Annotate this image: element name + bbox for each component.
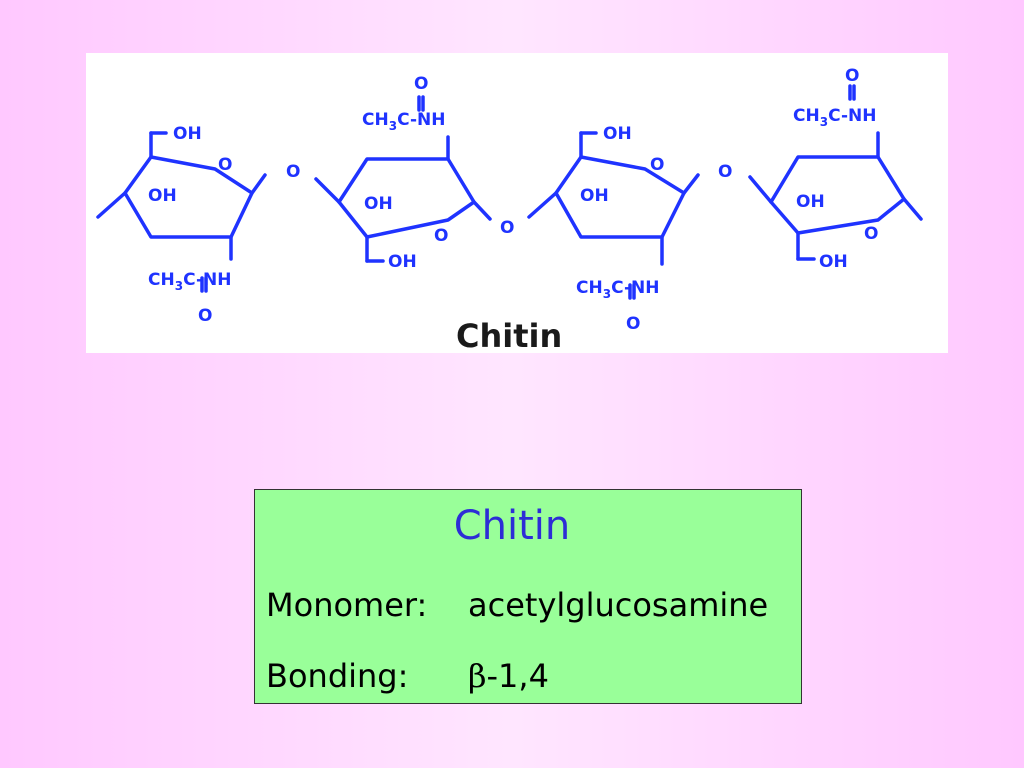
ring-1-bonds xyxy=(123,155,254,239)
ring-4-oh-bottom: OH xyxy=(819,252,848,272)
ring-3-bonds xyxy=(554,155,686,239)
monomer-value: acetylglucosamine xyxy=(468,586,769,624)
ring-4-carbonyl-oxygen: O xyxy=(845,66,859,86)
ring-1-carbonyl-oxygen: O xyxy=(198,306,212,326)
ring-3-oh-top: OH xyxy=(603,124,632,144)
ring-1-ring-oxygen: O xyxy=(218,155,232,175)
ring-3-oh-mid: OH xyxy=(580,186,609,206)
bonding-value: -1,4 xyxy=(486,657,549,695)
ring-2-carbonyl-oxygen: O xyxy=(414,74,428,94)
chitin-structure-svg: OH O OH CH3C-NH O O O CH3C-NH OH O OH O xyxy=(96,66,923,353)
info-title: Chitin xyxy=(453,503,571,549)
sugar-ring-1: OH O OH CH3C-NH O xyxy=(96,124,267,326)
ring-4-oh-mid: OH xyxy=(796,192,825,212)
beta-symbol: β xyxy=(468,657,487,695)
structure-caption: Chitin xyxy=(456,317,562,353)
sugar-ring-2: O CH3C-NH OH O OH xyxy=(314,74,492,272)
bonding-value-group: β-1,4 xyxy=(468,656,549,696)
ring-4-bonds xyxy=(769,155,906,235)
glycosidic-oxygen-1: O xyxy=(286,162,300,182)
bonding-line: Bonding: β-1,4 xyxy=(266,656,549,696)
glycosidic-oxygen-3: O xyxy=(718,162,732,182)
chitin-structure-figure: OH O OH CH3C-NH O O O CH3C-NH OH O OH O xyxy=(86,53,948,353)
ring-3-ring-oxygen: O xyxy=(650,155,664,175)
ring-2-ring-oxygen: O xyxy=(434,226,448,246)
bonding-label: Bonding: xyxy=(266,657,409,695)
ring-4-methyl: CH3C-NH xyxy=(793,106,876,129)
ring-2-methyl: CH3C-NH xyxy=(362,110,445,133)
glycosidic-oxygen-2: O xyxy=(500,218,514,238)
ring-2-bonds xyxy=(337,157,476,239)
ring-3-methyl: CH3C-NH xyxy=(576,278,659,301)
info-box xyxy=(254,489,802,704)
monomer-line: Monomer: acetylglucosamine xyxy=(266,585,768,625)
sugar-ring-3: OH O OH CH3C-NH O xyxy=(527,124,700,334)
ring-1-oh-top: OH xyxy=(173,124,202,144)
ring-1-oh-mid: OH xyxy=(148,186,177,206)
ring-3-carbonyl-oxygen: O xyxy=(626,314,640,334)
ring-2-oh-mid: OH xyxy=(364,194,393,214)
ring-2-oh-bottom: OH xyxy=(388,252,417,272)
ring-4-ring-oxygen: O xyxy=(864,224,878,244)
monomer-label: Monomer: xyxy=(266,586,428,624)
ring-1-methyl: CH3C-NH xyxy=(148,270,231,293)
sugar-ring-4: O CH3C-NH OH O OH xyxy=(748,66,923,272)
